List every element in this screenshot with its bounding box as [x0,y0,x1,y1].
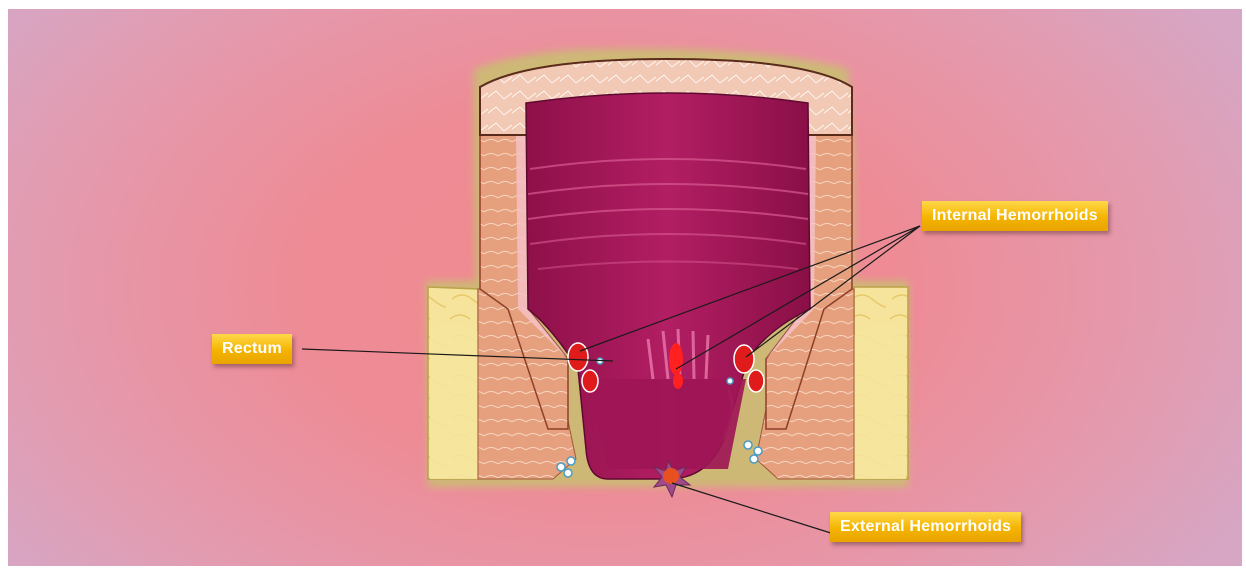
rectum-label: Rectum [212,334,292,364]
internal-hemorrhoids-label: Internal Hemorrhoids [922,201,1108,231]
anatomy-diagram [8,9,1242,566]
diagram-background [8,9,1242,566]
external-hemorrhoids-label: External Hemorrhoids [830,512,1021,542]
anal-canal [586,379,746,469]
